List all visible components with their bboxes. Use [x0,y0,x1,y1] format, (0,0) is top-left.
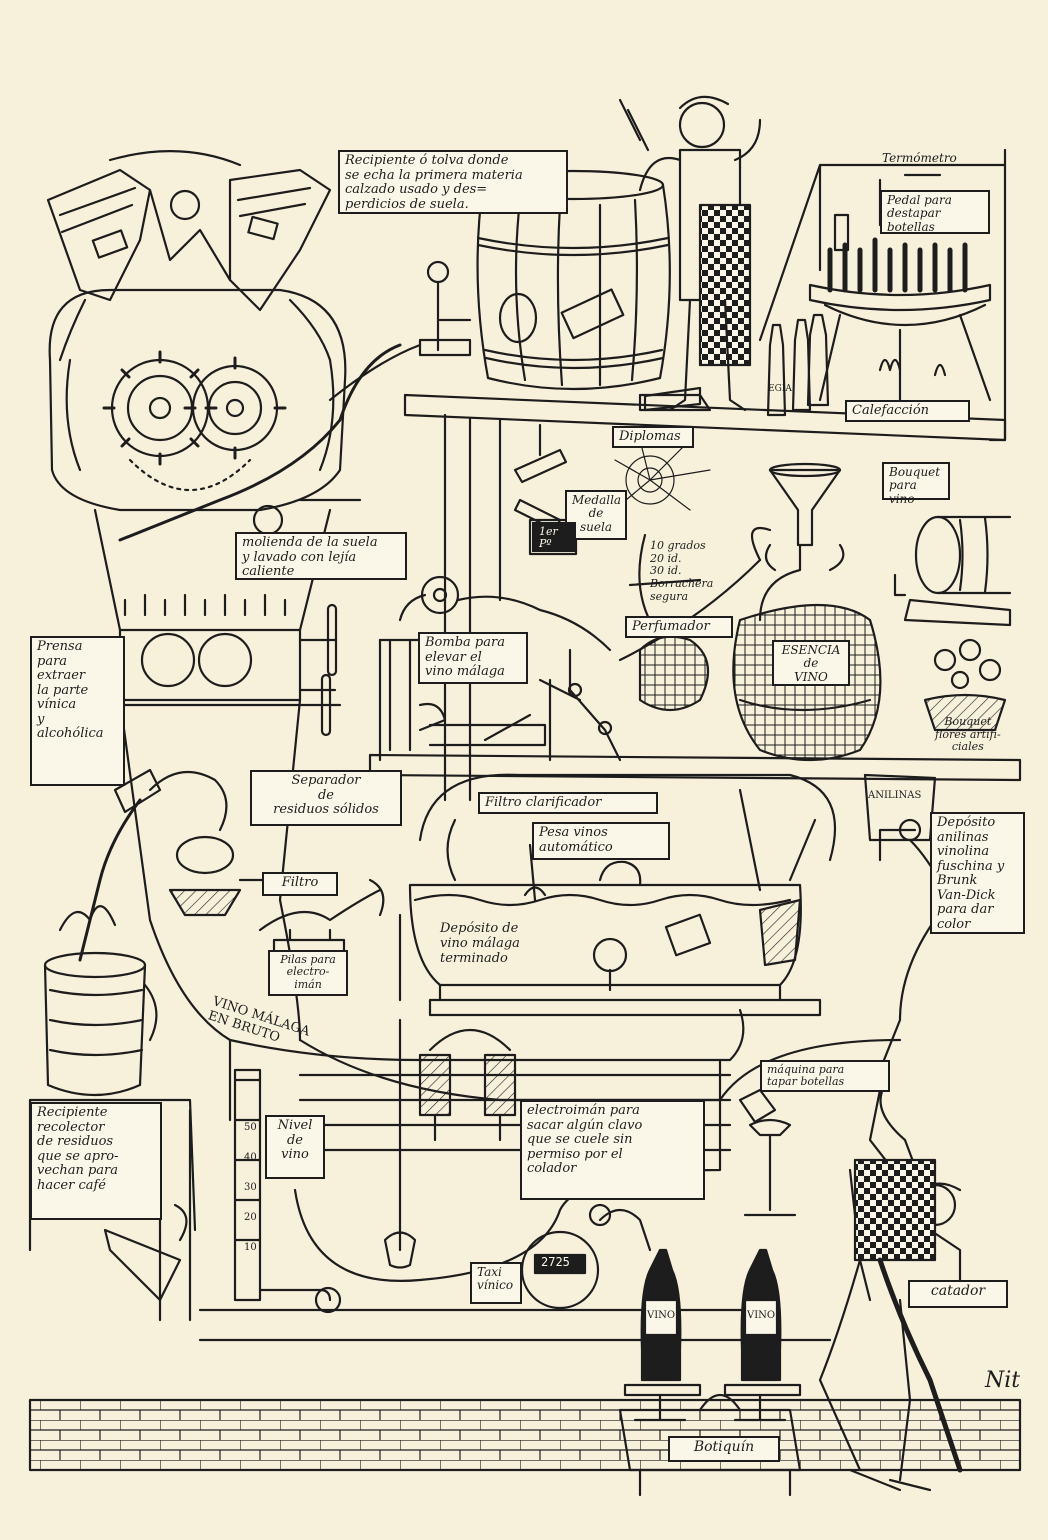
clarifier-tank [398,773,837,1017]
label-pesavinos: Pesa vinos automático [532,822,670,860]
barrel [426,169,671,391]
demijohn [618,462,882,762]
label-filtro-clarificador: Filtro clarificador [478,792,658,814]
first-aid-case [618,1393,802,1497]
label-electroiman: electroimán para sacar algún clavo que s… [520,1100,705,1200]
label-bouquet-flores: Bouquet flores artifi- ciales [935,715,1001,754]
pump [378,575,710,762]
label-bouquet-vino: Bouquet para vino [882,462,950,506]
label-termometro: Termómetro [882,151,957,165]
electromagnet [383,1018,517,1269]
artificial-flowers [923,638,1007,732]
label-deposito-anilinas: Depósito anilinas vinolina fuschina y Br… [930,812,1025,934]
label-perfumador: Perfumador [625,616,733,638]
middle-shelf [368,638,1022,782]
grinder [48,288,362,536]
label-taxi: Taxi vínico [470,1262,522,1304]
taster-man [818,1083,963,1492]
wine-cask [893,515,1012,627]
label-maquina-tapar: máquina para tapar botellas [760,1060,890,1092]
taxi-display: 2725 [541,1255,570,1269]
scale-20: 20 [244,1212,257,1223]
label-recipiente-recolector: Recipiente recolector de residuos que se… [30,1102,162,1220]
label-catador: catador [908,1280,1008,1308]
scale-10: 10 [244,1242,257,1253]
bottle-label-2: VINO [747,1310,776,1321]
label-anilinas-bote: ANILINAS [868,790,922,801]
scale-30: 30 [244,1182,257,1193]
residue-bucket [43,768,162,1097]
wine-maker-man [618,95,762,412]
label-filtro: Filtro [262,872,338,896]
label-deposito-vino: Depósito de vino málaga terminado [440,921,520,966]
label-diploma: Diplomas [612,426,694,448]
label-pedal: Pedal para destapar botellas [880,190,990,234]
label-nivel: Nivel de vino [265,1115,325,1179]
label-grados: 10 grados 20 id. 30 id. Borrachera segur… [650,539,714,603]
heater [758,148,1007,442]
scale-40: 40 [244,1152,257,1163]
separator [148,770,267,917]
shelf-bottles [643,313,830,417]
artist-signature: Nit [985,1368,1021,1393]
label-bomba: Bomba para elevar el vino málaga [418,632,528,684]
shelf-bottle-label: EGIA [768,384,792,394]
press [118,593,342,737]
scale-50: 50 [244,1122,257,1133]
label-molienda: molienda de la suela y lavado con lejía … [235,532,407,580]
label-prensa: Prensa para extraer la parte vínica y al… [30,636,125,786]
bottle-label-1: VINO [647,1310,676,1321]
label-esencia: ESENCIA de VINO [772,640,850,686]
label-botiquin: Botiquín [668,1436,780,1462]
label-separador: Separador de residuos sólidos [250,770,402,826]
taxi-meter [520,1230,600,1310]
label-recipiente-tolva: Recipiente ó tolva donde se echa la prim… [338,150,568,214]
label-calefaccion: Calefacción [845,400,970,422]
hopper-boots [46,150,332,362]
spider-web [614,439,711,511]
label-pilas: Pilas para electro- imán [268,950,348,996]
floor [28,1398,1022,1472]
label-premio: 1er Pº [532,522,576,552]
